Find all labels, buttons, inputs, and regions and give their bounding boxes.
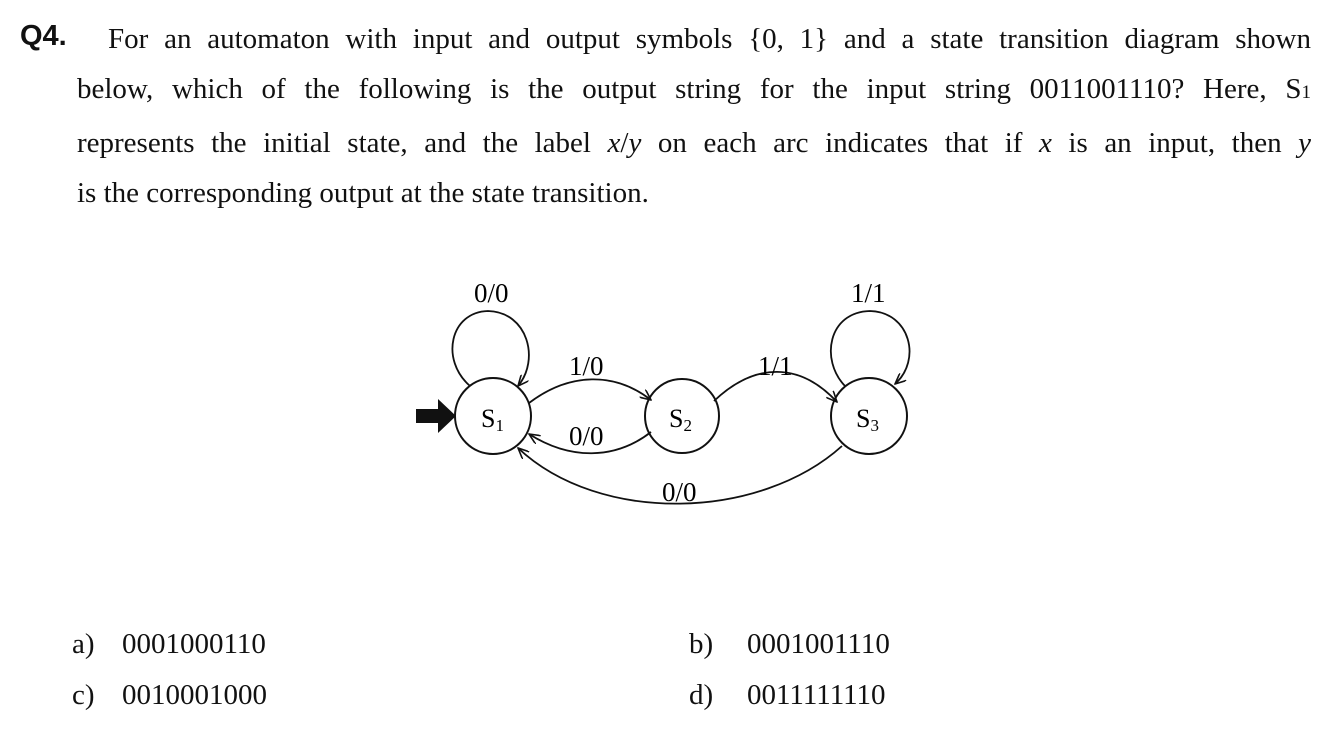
choice-a[interactable]: a) 0001000110 <box>72 624 266 664</box>
question-line-2-subscript: 1 <box>1301 82 1312 103</box>
state-s3 <box>830 377 908 455</box>
label-s1-loop: 0/0 <box>474 278 509 308</box>
choice-c-value: 0010001000 <box>122 679 267 711</box>
choice-b[interactable]: b) 0001001110 <box>689 624 890 664</box>
question-line-3-mid2: is an input, then <box>1051 127 1299 159</box>
label-s3-to-s1: 0/0 <box>662 477 697 507</box>
choice-a-value: 0001000110 <box>122 628 266 660</box>
label-s2-to-s3: 1/1 <box>758 351 793 381</box>
state-s2-label: S2 <box>669 404 692 435</box>
state-s1 <box>454 377 532 455</box>
label-slash: / <box>620 127 629 159</box>
choice-c-letter: c) <box>72 679 95 711</box>
question-line-1: For an automaton with input and output s… <box>108 23 1311 55</box>
s1-self-loop <box>451 310 530 386</box>
arc-s2-to-s3 <box>713 371 837 402</box>
choice-b-value: 0001001110 <box>747 628 890 660</box>
state-s2 <box>644 378 720 454</box>
label-x-var: x <box>607 127 621 159</box>
question-line-3: represents the initial state, and the la… <box>77 118 1311 168</box>
arc-s1-to-s2 <box>528 378 651 404</box>
question-line-4: is the corresponding output at the state… <box>77 177 649 209</box>
input-x-var: x <box>1039 127 1052 159</box>
choice-d[interactable]: d) 0011111110 <box>689 675 886 715</box>
choice-c[interactable]: c) 0010001000 <box>72 675 267 715</box>
choice-a-letter: a) <box>72 628 95 660</box>
choice-d-letter: d) <box>689 679 714 711</box>
question-text: For an automaton with input and output s… <box>77 14 1311 218</box>
label-y-var: y <box>628 127 642 159</box>
question-number: Q4. <box>20 20 67 52</box>
label-s2-to-s1: 0/0 <box>569 421 604 451</box>
arc-s3-to-s1 <box>518 445 843 505</box>
label-s1-to-s2: 1/0 <box>569 351 604 381</box>
label-s3-loop: 1/1 <box>851 278 886 308</box>
question-line-2: below, which of the following is the out… <box>77 64 1311 118</box>
s3-self-loop <box>830 310 911 387</box>
arc-s2-to-s1 <box>529 431 652 455</box>
choice-d-value: 0011111110 <box>747 679 886 711</box>
state-s1-label: S1 <box>481 404 504 435</box>
question-line-3-text: represents the initial state, and the la… <box>77 127 608 159</box>
question-line-3-mid: on each arc indicates that if <box>641 127 1039 159</box>
state-s3-label: S3 <box>856 404 879 435</box>
output-y-var: y <box>1298 127 1312 159</box>
choice-b-letter: b) <box>689 628 714 660</box>
question-line-2-text: below, which of the following is the out… <box>77 73 1302 105</box>
initial-state-arrow-icon <box>416 399 456 433</box>
